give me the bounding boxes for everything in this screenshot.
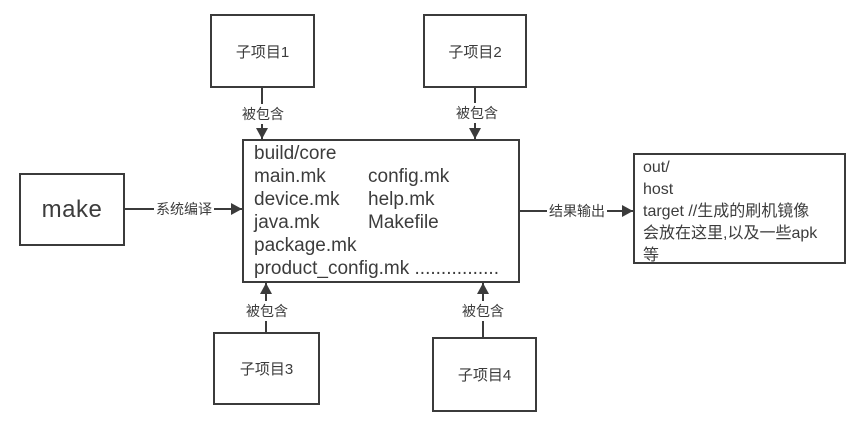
edge-label-included-3: 被包含 — [244, 301, 290, 321]
core-file: help.mk — [368, 189, 435, 210]
core-line: build/core — [254, 142, 518, 165]
edge-label-included-4: 被包含 — [460, 301, 506, 321]
arrow-up-icon — [477, 283, 489, 294]
arrow-right-icon — [622, 205, 633, 217]
arrow-down-icon — [469, 128, 481, 139]
arrow-up-icon — [260, 283, 272, 294]
node-subproject-4: 子项目4 — [432, 337, 537, 412]
arrow-right-icon — [231, 203, 242, 215]
core-line: product_config.mk ................ — [254, 257, 518, 280]
edge-label-system-compile: 系统编译 — [154, 199, 214, 219]
node-subproject-3-label: 子项目3 — [239, 361, 294, 378]
core-line: package.mk — [254, 234, 518, 257]
core-file: package.mk — [254, 235, 357, 256]
output-line: host — [643, 181, 674, 198]
node-subproject-1-label: 子项目1 — [235, 43, 290, 61]
output-line: target //生成的刷机镜像 — [643, 203, 810, 220]
node-subproject-2-label: 子项目2 — [448, 43, 502, 61]
core-line: main.mk config.mk — [254, 165, 518, 188]
core-line: java.mk Makefile — [254, 211, 518, 234]
core-file: main.mk — [254, 166, 326, 187]
core-file: config.mk — [368, 166, 450, 187]
edge-label-included-1: 被包含 — [240, 104, 286, 124]
node-subproject-2: 子项目2 — [423, 14, 527, 88]
node-make-label: make — [41, 195, 103, 223]
core-file: build/core — [254, 143, 337, 164]
node-output-dir: out/ host target //生成的刷机镜像 会放在这里,以及一些apk… — [633, 153, 846, 264]
node-subproject-1: 子项目1 — [210, 14, 315, 88]
output-line: 会放在这里,以及一些apk — [643, 225, 818, 242]
arrow-down-icon — [256, 128, 268, 139]
output-line: out/ — [643, 159, 670, 176]
core-file: device.mk — [254, 189, 340, 210]
output-line: 等 — [643, 247, 660, 264]
edge-label-included-2: 被包含 — [454, 103, 500, 123]
core-file: product_config.mk ................ — [254, 258, 499, 279]
core-line: device.mk help.mk — [254, 188, 518, 211]
core-file: Makefile — [368, 212, 439, 233]
node-make: make — [19, 173, 125, 246]
node-subproject-3: 子项目3 — [213, 332, 320, 405]
edge-label-result-output: 结果输出 — [547, 201, 607, 221]
core-file: java.mk — [254, 212, 320, 233]
node-subproject-4-label: 子项目4 — [457, 367, 512, 384]
node-build-core: build/core main.mk config.mk device.mk hel… — [242, 139, 520, 283]
